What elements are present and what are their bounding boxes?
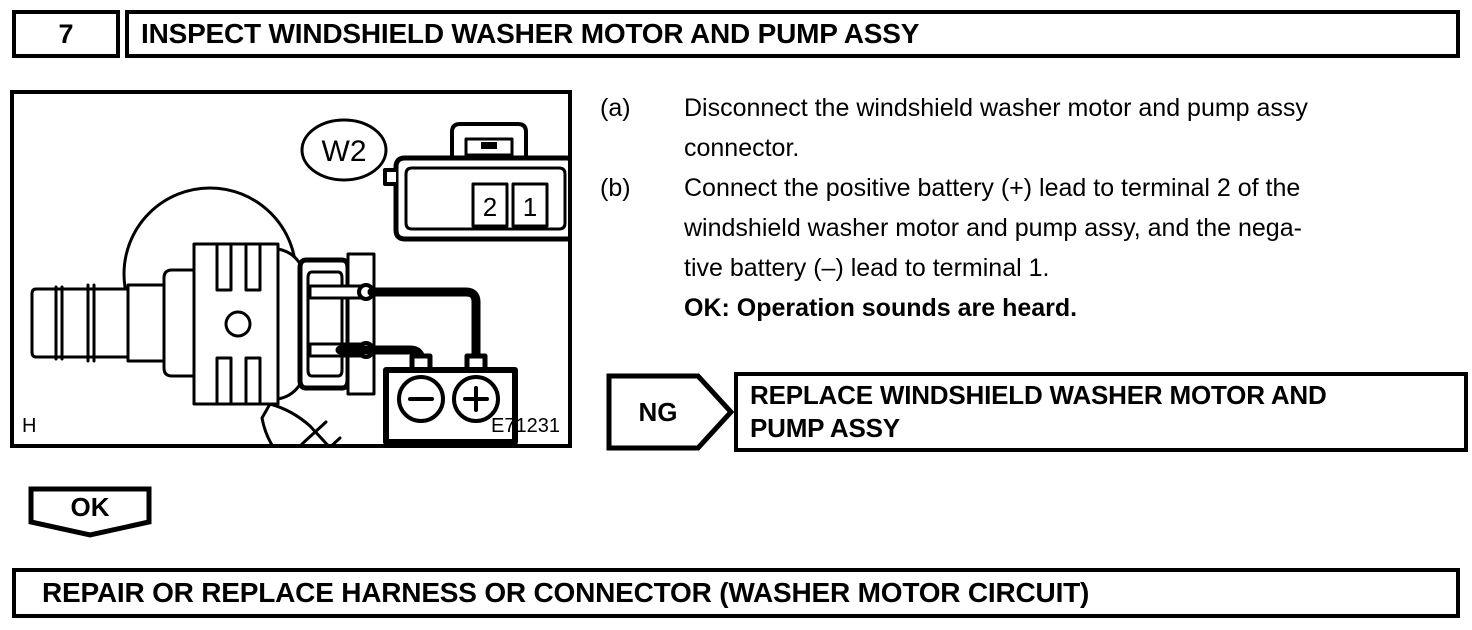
illustration-corner-mark: H [22, 415, 36, 437]
spout-rib-1 [300, 420, 328, 444]
instruction-line: tive battery (–) lead to terminal 1. [684, 254, 1050, 282]
instruction-ok-criteria: OK: Operation sounds are heard. [684, 294, 1078, 322]
motor-h-rib-left [215, 244, 233, 292]
instruction-item-a: (a) Disconnect the windshield washer mot… [600, 88, 1468, 168]
step-header: 7 INSPECT WINDSHIELD WASHER MOTOR AND PU… [12, 10, 1460, 58]
ok-arrow-label: OK [70, 491, 110, 522]
illustration-panel: W2 2 1 H E71231 [10, 90, 572, 448]
connector-callout-ellipse [300, 118, 388, 182]
connector-lock-slot-inner [481, 142, 497, 149]
connector-callout-label: W2 [322, 135, 367, 168]
ok-arrow-shape [28, 486, 152, 538]
step-number-label: 7 [58, 18, 74, 49]
final-action-box: REPAIR OR REPLACE HARNESS OR CONNECTOR (… [12, 568, 1460, 618]
step-number-box: 7 [12, 10, 120, 58]
step-title-label: INSPECT WINDSHIELD WASHER MOTOR AND PUMP… [141, 18, 920, 49]
final-action-label: REPAIR OR REPLACE HARNESS OR CONNECTOR (… [42, 577, 1090, 608]
ng-arrow-shape [606, 373, 734, 451]
instruction-item-b: (b) Connect the positive battery (+) lea… [600, 168, 1468, 328]
connector-terminal-1-box [511, 182, 549, 228]
spout-rib-2 [331, 436, 342, 444]
motor-h-rib-right-lower [244, 356, 262, 404]
positive-lead-wire [367, 287, 481, 363]
connector-terminal-2-box [471, 182, 509, 228]
connector-side-latch [383, 168, 398, 186]
instruction-marker-a: (a) [600, 94, 631, 122]
instruction-line: connector. [684, 134, 800, 162]
step-title-box: INSPECT WINDSHIELD WASHER MOTOR AND PUMP… [125, 10, 1460, 58]
ng-action-box: REPLACE WINDSHIELD WASHER MOTOR AND PUMP… [734, 372, 1468, 452]
pump-neck-collar [162, 268, 196, 378]
illustration-figure-code: E71231 [491, 415, 560, 437]
instruction-marker-b: (b) [600, 174, 631, 202]
ng-action-line: PUMP ASSY [750, 413, 900, 443]
motor-h-rib-right [244, 244, 262, 292]
ng-arrow-label: NG [638, 396, 678, 427]
connector-terminal-2-label: 2 [483, 192, 497, 222]
connector-terminal-1-label: 1 [523, 192, 537, 222]
instruction-line: windshield washer motor and pump assy, a… [684, 214, 1302, 242]
motor-lower-spout [260, 402, 329, 444]
ng-result-row: NG REPLACE WINDSHIELD WASHER MOTOR AND P… [606, 372, 1468, 452]
instruction-line: Disconnect the windshield washer motor a… [684, 94, 1308, 122]
instruction-list: (a) Disconnect the windshield washer mot… [600, 88, 1468, 328]
pump-hose-nipple [30, 287, 130, 359]
motor-center-hole [224, 310, 252, 338]
washer-motor-wiring-diagram: W2 2 1 H E71231 [22, 118, 568, 444]
instruction-line: Connect the positive battery (+) lead to… [684, 174, 1301, 202]
instruction-body-b: Connect the positive battery (+) lead to… [684, 168, 1468, 288]
ng-action-line: REPLACE WINDSHIELD WASHER MOTOR AND [750, 380, 1327, 410]
instruction-body-a: Disconnect the windshield washer motor a… [684, 88, 1468, 168]
motor-h-rib-left-lower [215, 356, 233, 404]
motor-connector-backplate [346, 252, 376, 396]
